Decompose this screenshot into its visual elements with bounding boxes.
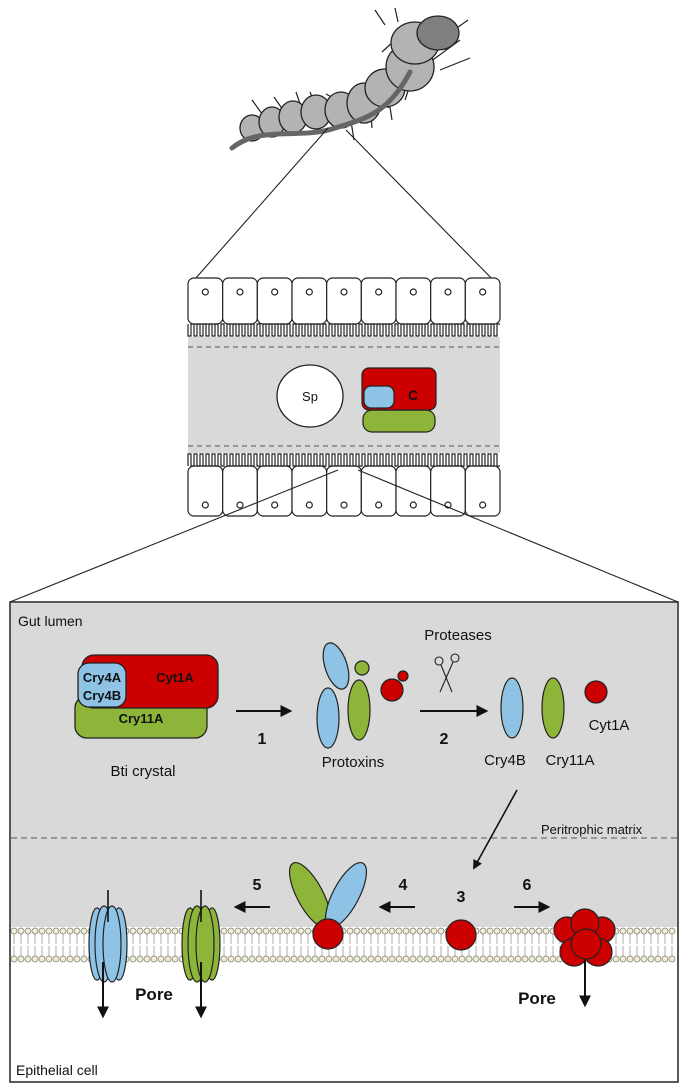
cry4b-pore: [88, 890, 128, 1019]
epithelial-cell-top: [326, 277, 362, 325]
cell-nucleus: [305, 288, 313, 296]
detail-panel: Gut lumen Peritrophic matrix Epithelial …: [9, 601, 679, 1083]
cyt1a-oligomer-pore: [553, 908, 616, 1008]
protoxins-label: Protoxins: [322, 754, 385, 771]
cell-nucleus: [305, 501, 313, 509]
epithelial-cell-top: [222, 277, 258, 325]
cell-nucleus: [236, 288, 244, 296]
cell-nucleus: [375, 288, 383, 296]
step-2-label: 2: [440, 731, 449, 748]
protoxins: [316, 642, 409, 749]
step-3-label: 3: [457, 889, 466, 906]
step-1-label: 1: [258, 731, 267, 748]
cry-cyt-complex: [288, 862, 368, 950]
microvilli-top: [187, 323, 500, 337]
microvilli-bottom: [187, 453, 500, 467]
pore-left-label: Pore: [135, 985, 173, 1004]
cell-nucleus: [409, 288, 417, 296]
epithelial-cell-top: [464, 277, 501, 325]
cyt1a-bound: [445, 919, 477, 951]
cell-nucleus: [444, 288, 452, 296]
spore: [276, 364, 344, 428]
cell-nucleus: [271, 288, 279, 296]
cell-nucleus: [201, 501, 209, 509]
cell-nucleus: [479, 501, 487, 509]
epithelial-cell-top: [395, 277, 432, 325]
epithelium-bottom: [187, 465, 501, 517]
step-5-label: 5: [253, 877, 262, 894]
cry11a-toxin: [541, 677, 565, 739]
mosquito-larva: [229, 7, 471, 151]
scissors-icon: [434, 653, 460, 693]
gut-lumen-label: Gut lumen: [18, 613, 83, 629]
cell-nucleus: [375, 501, 383, 509]
cry11a-pore: [181, 890, 221, 1019]
peritrophic-matrix-label: Peritrophic matrix: [541, 822, 643, 837]
pore-right-label: Pore: [518, 989, 556, 1008]
epithelial-cell-bottom: [464, 465, 501, 517]
cry4b-label: Cry4B: [484, 752, 526, 769]
epithelial-cell-top: [256, 277, 293, 325]
cell-nucleus: [271, 501, 279, 509]
zoom-lines-bottom: [9, 469, 679, 603]
cell-nucleus: [409, 501, 417, 509]
crystal-cry4a-label: Cry4A: [83, 670, 122, 685]
crystal-cry11a-label: Cry11A: [119, 711, 164, 726]
larva-head: [416, 15, 460, 51]
cry4b-toxin: [500, 677, 524, 739]
bti-crystal: Cyt1A Cry4A Cry4B Cry11A: [74, 654, 219, 739]
arrow-to-membrane: [473, 789, 518, 870]
spore-label: Sp: [302, 389, 318, 404]
cyt1a-toxin: [584, 680, 608, 704]
crystal-label: C: [408, 387, 418, 403]
epithelial-cell-top: [187, 277, 224, 325]
epithelial-cell-top: [430, 277, 466, 325]
epithelial-cell-top: [360, 277, 397, 325]
cyt1a-label: Cyt1A: [589, 717, 630, 734]
cell-nucleus: [340, 288, 348, 296]
epithelial-cell-top: [291, 277, 328, 325]
epithelium-top: [187, 277, 501, 325]
crystal-cyt1a-label: Cyt1A: [156, 670, 194, 685]
epithelial-cell-label: Epithelial cell: [16, 1062, 98, 1078]
proteases-label: Proteases: [424, 627, 492, 644]
cell-nucleus: [201, 288, 209, 296]
gut-section: Sp C: [187, 277, 501, 517]
bti-crystal-caption: Bti crystal: [110, 763, 175, 780]
larva-gut: [229, 69, 413, 151]
cell-nucleus: [340, 501, 348, 509]
step-4-label: 4: [399, 877, 408, 894]
crystal-small: C: [361, 367, 437, 433]
crystal-cry4b-label: Cry4B: [83, 688, 121, 703]
cell-nucleus: [236, 501, 244, 509]
cry11a-label: Cry11A: [546, 752, 595, 769]
cell-nucleus: [479, 288, 487, 296]
gut-lumen-fill: [188, 337, 500, 453]
step-6-label: 6: [523, 877, 532, 894]
zoom-lines-top: [187, 127, 501, 288]
